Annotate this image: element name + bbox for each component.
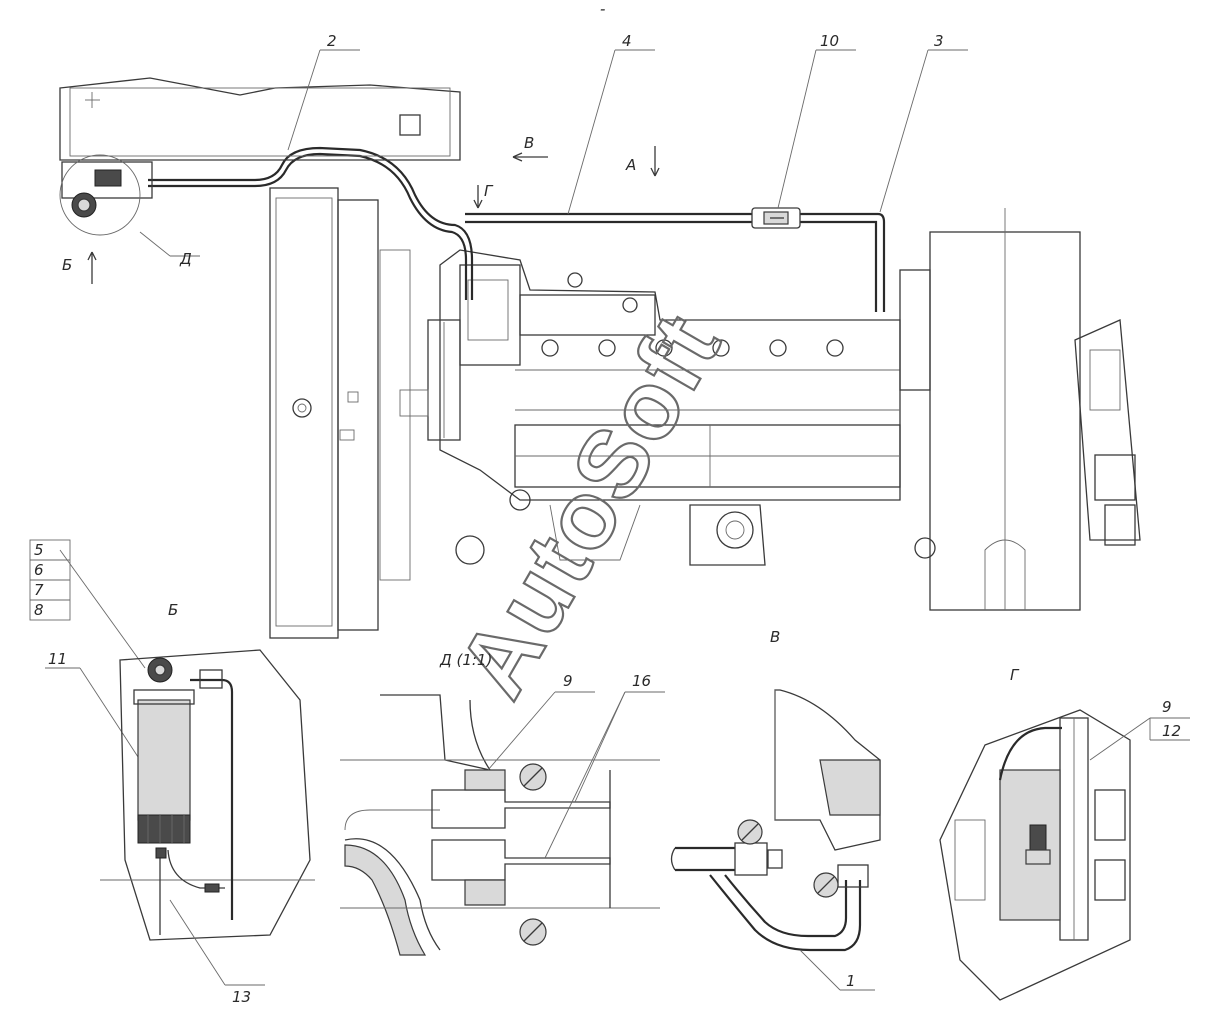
callout-13: 13 [232,988,251,1006]
view-arrows [87,146,660,284]
view-title-b: Б [168,601,178,619]
engine-block [439,249,901,501]
view-mark-g: Г [484,182,494,200]
view-g-detail [939,709,1190,1001]
callout-2: 2 [327,32,337,50]
callout-7: 7 [34,581,44,599]
radiator [269,187,339,639]
callout-3: 3 [934,32,944,50]
view-title-v: В [770,628,786,646]
callout-11: 11 [48,650,67,668]
callout-9-view-d: 9 [563,672,573,690]
callout-1: 1 [846,972,856,990]
callout-10: 10 [820,32,839,50]
fuel-pipes [148,146,886,312]
callout-5: 5 [34,541,44,559]
view-mark-b: Б [62,256,72,274]
callout-8: 8 [34,601,44,619]
view-mark-a: А [625,156,636,174]
view-mark-d: Д [179,250,192,268]
leader-lines [139,49,968,257]
fuel-check-valve [751,207,801,229]
view-b-filter [29,539,315,986]
view-mark-v: В [524,134,534,152]
header-mark: - [600,0,605,18]
callout-12: 12 [1162,722,1181,740]
callout-6: 6 [34,561,44,579]
view-v-detail [670,689,881,991]
callout-4: 4 [622,32,632,50]
view-title-d: Д (1:1) [439,651,492,669]
view-d-detail [340,691,665,956]
view-title-g: Г [1010,666,1024,684]
engine-assembly [269,187,1141,639]
fuel-filter-assembly [59,77,461,236]
callout-9-view-g: 9 [1162,698,1172,716]
filter-bowl [137,699,191,821]
callout-16: 16 [632,672,651,690]
